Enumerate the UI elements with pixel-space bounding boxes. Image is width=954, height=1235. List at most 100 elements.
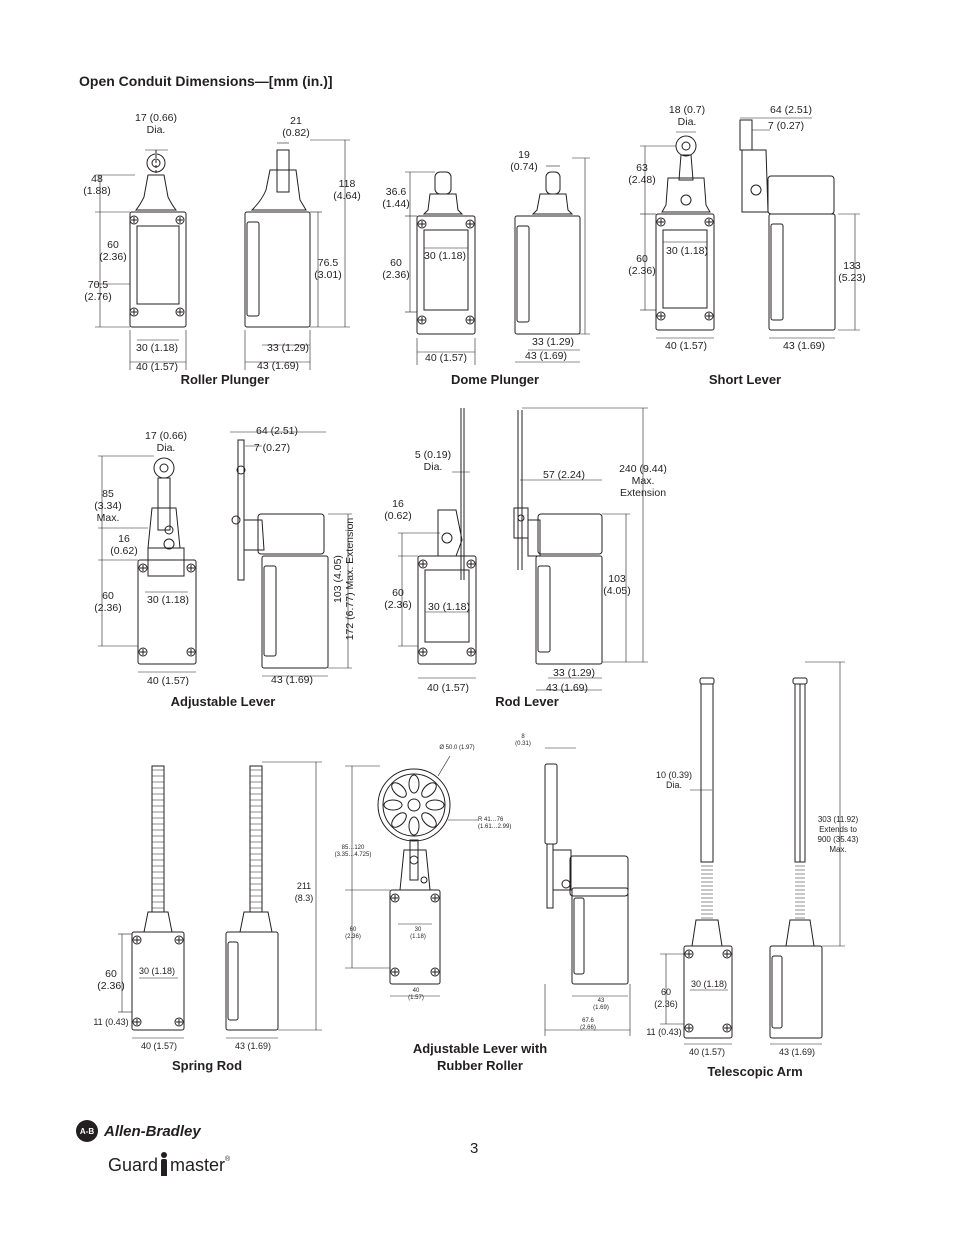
dim-label: 11 (0.43) [93, 1017, 129, 1027]
dim-label: 40 (1.57) [688, 1047, 726, 1057]
dim-label: 60 (2.36) [97, 968, 125, 992]
dim-label: 30 (1.18) [410, 927, 426, 940]
dim-label: 30 (1.18) [138, 966, 176, 976]
dim-label: 21 (0.82) [282, 115, 310, 139]
caption-roller-plunger: Roller Plunger [180, 372, 270, 387]
dim-label: 118 (4.64) [333, 178, 361, 202]
dim-label: 18 (0.7) Dia. [668, 104, 706, 128]
caption-telescopic-arm: Telescopic Arm [707, 1064, 803, 1079]
dim-label: 60 (2.36) [382, 257, 410, 281]
dim-label: 40 (1.57) [426, 682, 470, 694]
registered-mark: ® [225, 1156, 231, 1163]
dim-label: 63 (2.48) [628, 162, 656, 186]
dim-label: R 41…76 (1.61…2.99) [478, 817, 512, 830]
dim-label: 43 (1.69) [782, 340, 826, 352]
dim-label: 70.5 (2.76) [84, 279, 112, 303]
dim-label: 7 (0.27) [767, 120, 805, 132]
roller-plunger-front-view [129, 150, 187, 328]
rubber-roller-side-view [544, 763, 629, 985]
dome-plunger-front-view [416, 171, 476, 335]
telescopic-arm-side-view [769, 677, 823, 1039]
caption-spring-rod: Spring Rod [171, 1058, 243, 1073]
dim-label: 103 (4.05) 172 (6.77) Max. Extension [332, 517, 356, 641]
dim-label: 33 (1.29) [266, 342, 310, 354]
dim-label: 211 (8.3) [294, 881, 314, 903]
dim-label: 76.5 (3.01) [314, 257, 342, 281]
dim-label: 43 (1.69) [593, 998, 609, 1011]
dim-label: 43 (1.69) [778, 1047, 816, 1057]
caption-rod-lever: Rod Lever [495, 694, 559, 709]
dim-label: 133 (5.23) [838, 260, 866, 284]
dim-label: 30 (1.18) [665, 245, 709, 257]
spring-rod-front-view [131, 765, 185, 1031]
dim-label: 57 (2.24) [542, 469, 586, 481]
dim-label: 11 (0.43) [646, 1027, 682, 1037]
caption-adjustable-lever-rubber-roller: Adjustable Lever with Rubber Roller [412, 1041, 548, 1073]
guardmaster-wordmark-end: master [170, 1155, 226, 1175]
dim-label: 17 (0.66) Dia. [144, 430, 188, 454]
telescopic-arm-front-view [683, 677, 733, 1039]
dim-label: Ø 50.0 (1.97) [439, 745, 475, 751]
dim-label: 40 (1.57) [424, 352, 468, 364]
caption-adjustable-lever: Adjustable Lever [170, 694, 276, 709]
allen-bradley-logo: A-B Allen-Bradley [76, 1120, 201, 1142]
page-number: 3 [470, 1140, 479, 1157]
rubber-roller-front-view [377, 768, 451, 985]
guardmaster-figure-icon [159, 1152, 169, 1176]
dim-label: 43 (1.69) [234, 1041, 272, 1051]
dim-label: 60 (2.36) [628, 253, 656, 277]
dim-label: 30 (1.18) [427, 601, 471, 613]
dim-label: 43 (1.69) [256, 360, 300, 372]
dim-label: 16 (0.62) [110, 533, 138, 557]
dim-label: 30 (1.18) [146, 594, 190, 606]
dim-label: 33 (1.29) [531, 336, 575, 348]
dim-label: 10 (0.39) Dia. [655, 770, 693, 790]
dim-label: 60 (2.36) [94, 590, 122, 614]
short-lever-front-view [655, 135, 715, 331]
dim-label: 60 (2.36) [99, 239, 127, 263]
dim-label: 303 (11.92) Extends to 900 (35.43) Max. [817, 815, 859, 854]
dim-label: 48 (1.88) [83, 173, 111, 197]
dim-label: 40 (1.57) [408, 988, 424, 1001]
dim-label: 60 (2.36) [384, 587, 412, 611]
guardmaster-wordmark-start: Guard [108, 1155, 159, 1175]
dim-label: 103 (4.05) [603, 573, 631, 597]
dim-label: 85 (3.34) Max. [94, 488, 122, 524]
guardmaster-logo: Guard master ® [108, 1152, 230, 1176]
dim-label: 40 (1.57) [135, 361, 179, 373]
dim-label: 67.6 (2.66) [580, 1018, 596, 1031]
dim-label: 30 (1.18) [135, 342, 179, 354]
dim-label: 85…120 (3.35…4.725) [334, 845, 372, 858]
spring-rod-side-view [225, 765, 279, 1031]
dim-label: 240 (9.44) Max. Extension [619, 463, 667, 499]
dim-label: 64 (2.51) [255, 425, 299, 437]
adjustable-lever-front-view [137, 457, 197, 665]
caption-dome-plunger: Dome Plunger [450, 372, 540, 387]
dim-label: 30 (1.18) [690, 979, 728, 989]
dim-label: 7 (0.27) [253, 442, 291, 454]
rod-lever-side-view [513, 410, 603, 665]
dim-label: 40 (1.57) [664, 340, 708, 352]
dome-plunger-side-view [514, 171, 581, 335]
dim-label: 43 (1.69) [524, 350, 568, 362]
dim-label: 16 (0.62) [384, 498, 412, 522]
dim-label: 40 (1.57) [140, 1041, 178, 1051]
ab-badge-icon: A-B [76, 1120, 98, 1142]
dim-label: 30 (1.18) [423, 250, 467, 262]
rod-lever-front-view [417, 408, 477, 665]
dim-label: 19 (0.74) [510, 149, 538, 173]
caption-short-lever: Short Lever [708, 372, 782, 387]
dim-label: 8 (0.31) [515, 734, 531, 747]
dim-label: 5 (0.19) Dia. [414, 449, 452, 473]
dim-label: 36.6 (1.44) [382, 186, 410, 210]
dim-label: 40 (1.57) [146, 675, 190, 687]
adjustable-lever-side-view [231, 439, 329, 669]
dim-label: 60 (2.36) [654, 987, 678, 1009]
allen-bradley-wordmark: Allen-Bradley [104, 1122, 201, 1140]
short-lever-side-view [739, 119, 836, 331]
roller-plunger-side-view [244, 149, 311, 328]
dim-label: 43 (1.69) [545, 682, 589, 694]
dim-label: 33 (1.29) [552, 667, 596, 679]
dim-label: 43 (1.69) [270, 674, 314, 686]
